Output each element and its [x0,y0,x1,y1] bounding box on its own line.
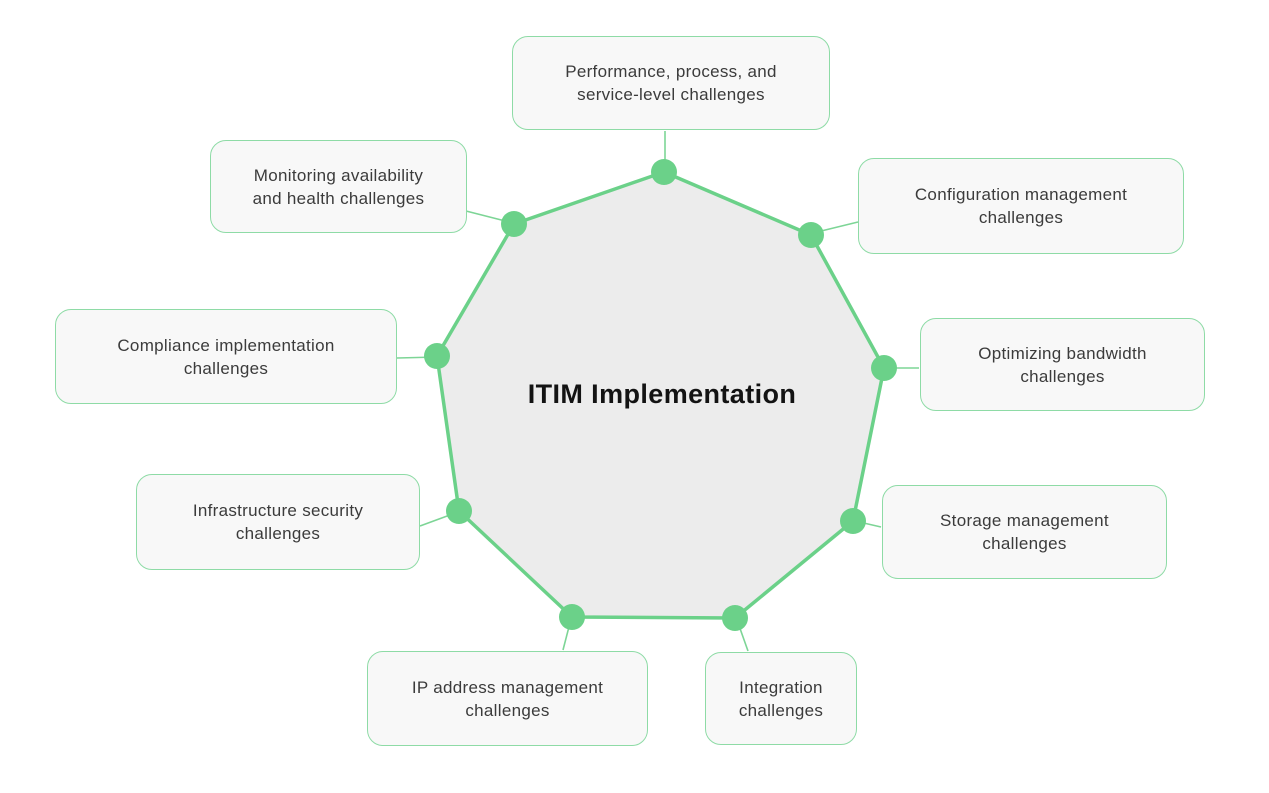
node-performance[interactable]: Performance, process, and service-level … [512,36,830,130]
vertex-dot-top-left [501,211,527,237]
node-monitoring[interactable]: Monitoring availability and health chall… [210,140,467,233]
diagram-title: ITIM Implementation [527,379,797,409]
node-ip-address[interactable]: IP address management challenges [367,651,648,746]
vertex-dot-left [424,343,450,369]
nonagon-shape[interactable] [435,170,886,620]
node-integration[interactable]: Integration challenges [705,652,857,745]
vertex-dot-bottom-center-left [559,604,585,630]
vertex-dot-right [871,355,897,381]
node-storage[interactable]: Storage management challenges [882,485,1167,579]
vertex-dot-bottom-center-right [722,605,748,631]
node-bandwidth[interactable]: Optimizing bandwidth challenges [920,318,1205,411]
vertex-dot-bottom-right [840,508,866,534]
node-security[interactable]: Infrastructure security challenges [136,474,420,570]
node-configuration[interactable]: Configuration management challenges [858,158,1184,254]
node-compliance[interactable]: Compliance implementation challenges [55,309,397,404]
vertex-dot-top-right [798,222,824,248]
vertex-dot-top [651,159,677,185]
vertex-dot-bottom-left [446,498,472,524]
